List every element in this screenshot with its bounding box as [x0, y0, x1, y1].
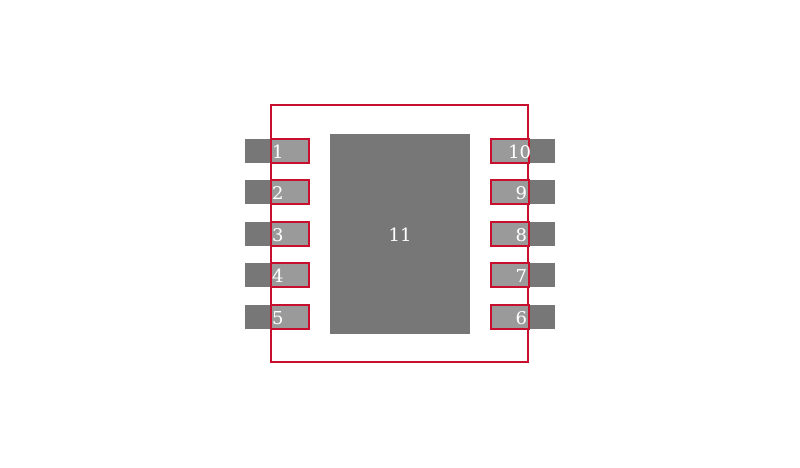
- pin-2-label: 2: [272, 183, 283, 204]
- pin-5-label: 5: [272, 308, 283, 329]
- pin-10-overlay: [490, 138, 530, 164]
- pin-3-overlay: [270, 221, 310, 247]
- pin-8-label: 8: [516, 225, 527, 246]
- pin-9: 9: [490, 179, 555, 205]
- pin-2: 2: [245, 179, 310, 205]
- pin-9-label: 9: [516, 183, 527, 204]
- pin-10: 10: [490, 138, 555, 164]
- pin-6-label: 6: [516, 308, 527, 329]
- thermal-pad-label: 11: [389, 225, 412, 246]
- pin-5-overlay: [270, 304, 310, 330]
- pin-4-overlay: [270, 262, 310, 288]
- thermal-pad: 11: [330, 134, 470, 334]
- pin-1-label: 1: [272, 142, 283, 163]
- pin-3-label: 3: [272, 225, 283, 246]
- pin-6: 6: [490, 304, 555, 330]
- pin-2-overlay: [270, 179, 310, 205]
- pin-7-label: 7: [516, 266, 527, 287]
- pin-9-overlay: [490, 179, 530, 205]
- pin-8: 8: [490, 221, 555, 247]
- pin-1: 1: [245, 138, 310, 164]
- pin-7-overlay: [490, 262, 530, 288]
- pin-7: 7: [490, 262, 555, 288]
- pin-10-label: 10: [508, 142, 531, 163]
- thermal-pad-shape: [330, 134, 470, 334]
- pin-4-label: 4: [272, 266, 283, 287]
- pin-5: 5: [245, 304, 310, 330]
- pin-4: 4: [245, 262, 310, 288]
- pin-6-overlay: [490, 304, 530, 330]
- pin-1-overlay: [270, 138, 310, 164]
- pin-3: 3: [245, 221, 310, 247]
- pin-8-overlay: [490, 221, 530, 247]
